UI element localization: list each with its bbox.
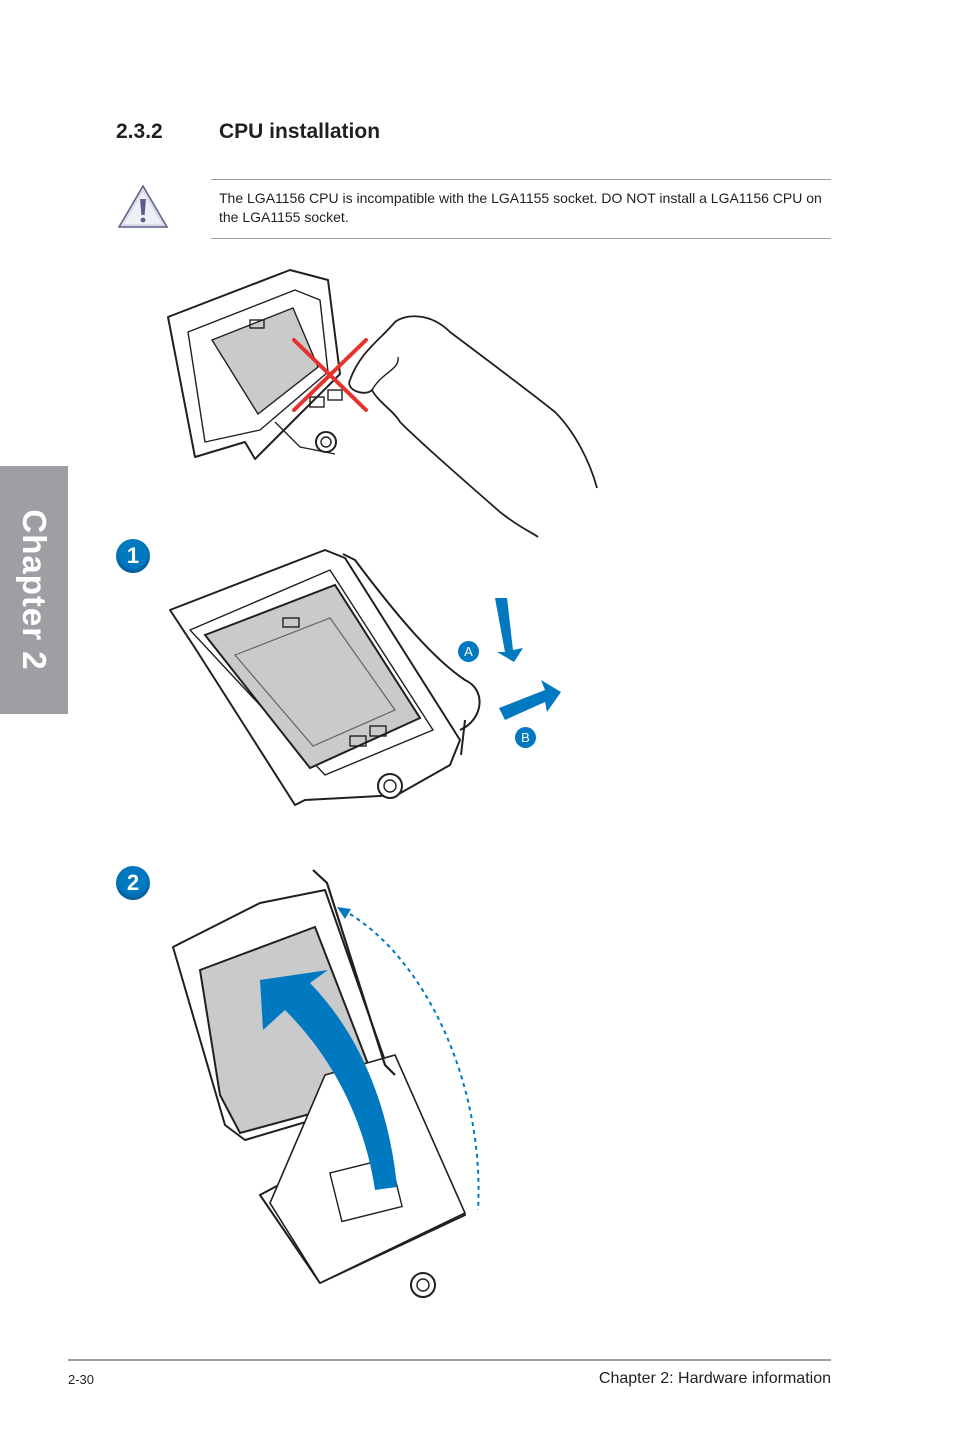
- step-1b-badge: B: [515, 727, 536, 748]
- step-1-badge: 1: [116, 539, 150, 573]
- chapter-tab-label: Chapter 2: [16, 509, 53, 671]
- footer-divider: [68, 1359, 831, 1361]
- step-1a-badge: A: [458, 641, 479, 662]
- arrow-a-icon: [495, 598, 523, 662]
- page-number: 2-30: [68, 1372, 95, 1387]
- note-text: The LGA1156 CPU is incompatible with the…: [219, 190, 822, 225]
- section-title: CPU installation: [219, 120, 381, 143]
- section-number: 2.3.2: [116, 120, 163, 143]
- note-box: The LGA1156 CPU is incompatible with the…: [211, 179, 831, 239]
- socket-wrong-illustration: [167, 269, 598, 538]
- arrow-b-icon: [499, 680, 561, 720]
- cross-mark-icon: [292, 338, 368, 412]
- step-2-badge: 2: [116, 866, 150, 900]
- warning-triangle-icon: [117, 184, 169, 228]
- socket-lever-release-illustration: [169, 549, 561, 806]
- footer-title: Chapter 2: Hardware information: [598, 1370, 831, 1387]
- socket-plate-lift-illustration: [172, 869, 480, 1298]
- chapter-tab: Chapter 2: [0, 466, 68, 714]
- lift-arrow-icon: [260, 970, 397, 1190]
- section-heading: 2.3.2 CPU installation: [116, 120, 380, 144]
